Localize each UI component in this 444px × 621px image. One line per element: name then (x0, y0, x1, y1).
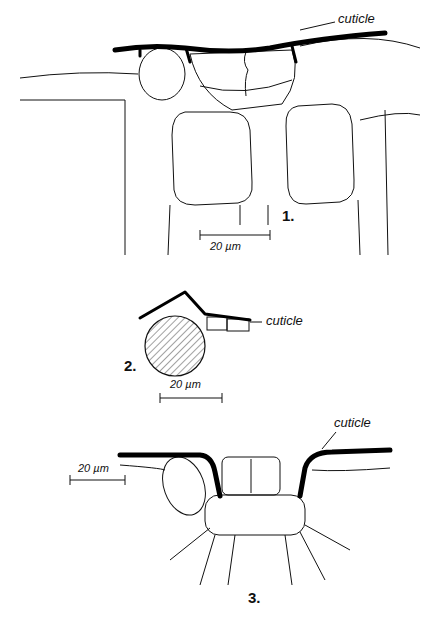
cuticle-label: cuticle (338, 12, 375, 26)
cuticle-label: cuticle (266, 314, 303, 328)
figure-number: 1. (282, 208, 295, 225)
cuticle-label: cuticle (334, 416, 371, 430)
scale-bar-label: 20 µm (78, 462, 109, 474)
figure-number: 3. (248, 590, 261, 607)
scale-bar-label: 20 µm (170, 378, 201, 390)
figure-number: 2. (124, 358, 137, 375)
scale-bar-label: 20 µm (210, 240, 241, 252)
